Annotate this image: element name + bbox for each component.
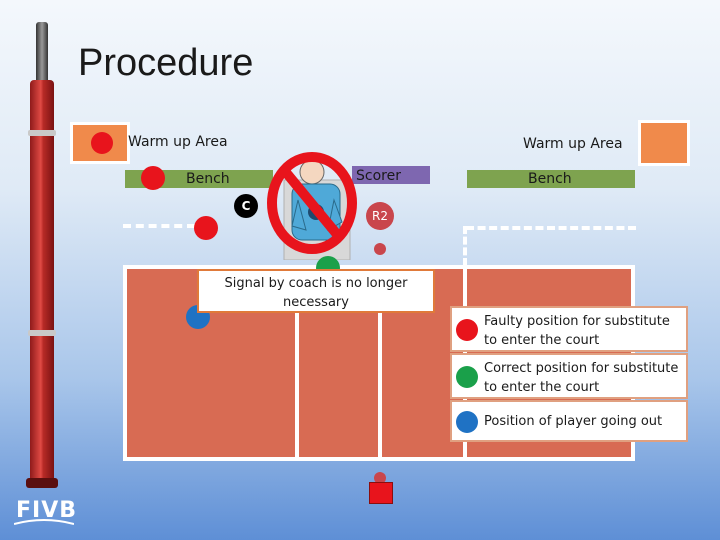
legend-text: Correct position for substitute to enter… (484, 361, 679, 395)
player-bottom-head (374, 472, 386, 484)
court-center-line (378, 312, 382, 461)
warmup-area-right-box (638, 120, 690, 166)
substitute-faulty-position (194, 216, 218, 240)
legend-dot-green (456, 366, 478, 388)
substitution-zone-line-vertical (463, 226, 467, 266)
legend-text: Faulty position for substitute to enter … (484, 314, 670, 348)
second-referee: R2 (366, 202, 394, 230)
legend-dot-blue (456, 411, 478, 433)
legend-item-faulty: Faulty position for substitute to enter … (450, 306, 688, 352)
scorer-table (352, 166, 430, 184)
court-attack-line-left (295, 265, 299, 461)
bench-player-red (141, 166, 165, 190)
warmup-area-left-label: Warm up Area (128, 134, 228, 150)
substitution-zone-line-right (466, 226, 636, 230)
legend-item-correct: Correct position for substitute to enter… (450, 353, 688, 399)
pole-top (36, 22, 48, 92)
pole-ring (28, 130, 56, 136)
scorer-label: Scorer (356, 168, 401, 184)
fivb-logo: FIVB (16, 498, 78, 523)
warmup-player-red (91, 132, 113, 154)
player-bottom-body (369, 482, 393, 504)
bench-right-bar (467, 170, 635, 188)
bench-left-label: Bench (186, 171, 230, 187)
coach-circle: C (234, 194, 258, 218)
no-symbol-icon (267, 152, 357, 254)
bench-right-label: Bench (528, 171, 572, 187)
pole-base (26, 478, 58, 488)
pole-ring (28, 330, 56, 336)
legend-text: Position of player going out (484, 414, 663, 429)
page-title: Procedure (78, 42, 254, 84)
legend-dot-red (456, 319, 478, 341)
callout-text: Signal by coach is no longer necessary (224, 276, 408, 310)
substitution-zone-line-left (123, 224, 195, 228)
legend-item-going-out: Position of player going out (450, 400, 688, 442)
volleyball-pole (30, 80, 54, 485)
warmup-area-right-label: Warm up Area (523, 136, 623, 152)
fivb-logo-swoosh (14, 519, 74, 525)
callout-box: Signal by coach is no longer necessary (197, 269, 435, 313)
referee-position-marker (374, 243, 386, 255)
